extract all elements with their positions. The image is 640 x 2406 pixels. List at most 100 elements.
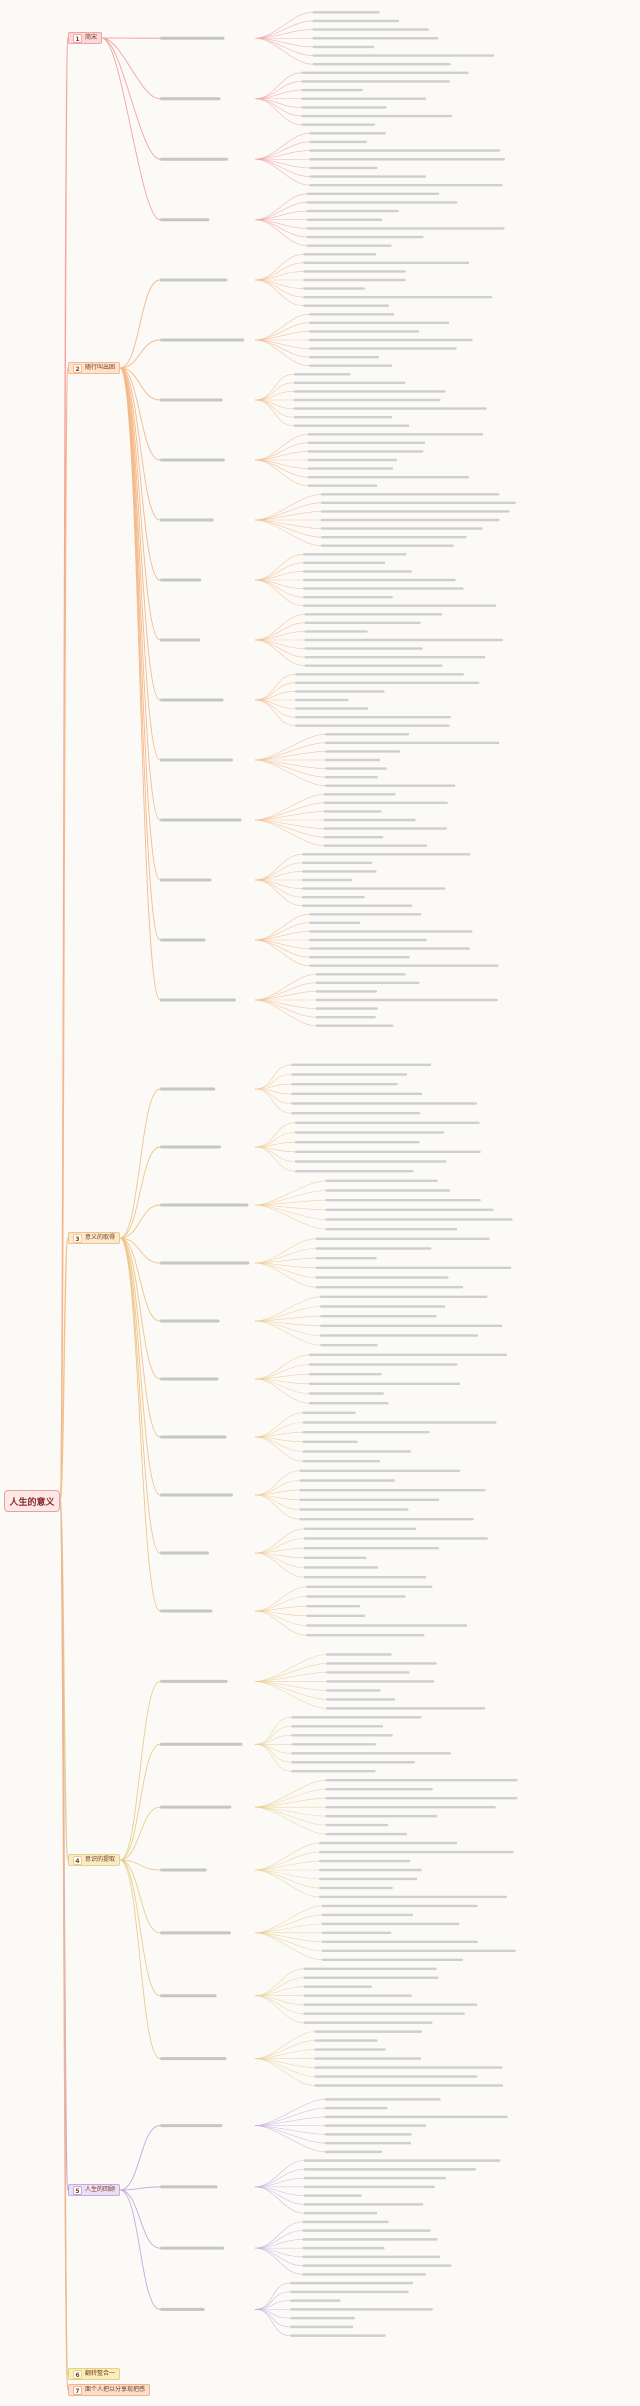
leaf-connector [254, 622, 305, 641]
leaf-connector [254, 519, 321, 547]
leaf-connector [254, 1470, 300, 1496]
leaf-text-line [324, 733, 410, 736]
leaf-text-line [302, 1411, 356, 1415]
leaf-text-line [314, 2030, 423, 2033]
leaf-text-line [323, 844, 428, 847]
sub-branch-connector [101, 37, 161, 100]
leaf-text-line [314, 2066, 503, 2069]
leaf-text-line [294, 1169, 414, 1173]
branch-node-3[interactable]: 3 意义的取得 [68, 1232, 121, 1244]
leaf-text-line [309, 964, 499, 967]
leaf-connector [254, 1717, 292, 1745]
leaf-connector [254, 37, 313, 56]
leaf-text-line [326, 1662, 437, 1665]
leaf-text-line [324, 2124, 427, 2127]
sub-branch-connector [119, 2189, 161, 2310]
leaf-connector [254, 20, 313, 39]
leaf-connector [254, 802, 324, 821]
leaf-text-line [315, 990, 378, 993]
leaf-text-line [315, 973, 406, 976]
sub-node-text-line [160, 1145, 222, 1149]
leaf-connector [254, 2230, 303, 2249]
branch-node-5[interactable]: 5 人生的回顾 [68, 2184, 121, 2196]
leaf-connector [254, 1851, 319, 1871]
leaf-connector [254, 1122, 295, 1148]
branch-node-2[interactable]: 2 随行叫出困 [68, 362, 121, 374]
leaf-text-line [302, 2264, 452, 2267]
leaf-text-line [323, 810, 382, 813]
leaf-text-line [314, 2048, 386, 2051]
sub-node-text-line [160, 758, 234, 762]
sub-branch-connector [119, 367, 161, 761]
leaf-connector [254, 1412, 303, 1438]
leaf-text-line [323, 818, 416, 822]
leaf-text-line [325, 1227, 458, 1231]
leaf-text-line [312, 62, 451, 66]
leaf-text-line [295, 681, 480, 685]
leaf-text-line [291, 1725, 384, 1728]
leaf-connector [254, 1354, 309, 1380]
leaf-connector [254, 639, 305, 667]
branch-node-1[interactable]: 1 简宋 [68, 32, 103, 44]
leaf-text-line [315, 1276, 449, 1279]
leaf-text-line [302, 1459, 381, 1463]
leaf-text-line [295, 690, 385, 693]
leaf-text-line [301, 853, 471, 856]
leaf-text-line [306, 218, 383, 221]
sub-branch-connector [119, 367, 161, 401]
leaf-text-line [303, 2003, 478, 2006]
leaf-text-line [301, 878, 352, 882]
leaf-text-line [306, 235, 424, 239]
branch-node-4[interactable]: 4 意识的提取 [68, 1854, 121, 1866]
branch-node-6[interactable]: 6 翻转整合一 [68, 2368, 121, 2380]
leaf-connector [254, 399, 294, 409]
leaf-text-line [321, 1958, 463, 1961]
leaf-text-line [302, 2255, 441, 2259]
leaf-text-line [325, 1198, 481, 1202]
leaf-connector [254, 2221, 303, 2249]
leaf-connector [254, 2169, 304, 2188]
leaf-connector [254, 1088, 292, 1114]
leaf-text-line [301, 106, 387, 109]
leaf-connector [254, 2282, 291, 2310]
sub-node-text-line [160, 2057, 227, 2061]
leaf-text-line [324, 2115, 508, 2119]
leaf-text-line [303, 1527, 417, 1531]
leaf-text-line [299, 1479, 396, 1482]
leaf-text-line [320, 527, 483, 530]
leaf-text-line [291, 1082, 398, 1086]
root-node[interactable]: 人生的意义 [4, 1490, 60, 1512]
sub-node-text-line [160, 458, 225, 462]
leaf-connector [254, 81, 302, 100]
sub-branch-connector [119, 367, 161, 701]
leaf-text-line [306, 209, 399, 213]
leaf-connector [254, 1064, 292, 1090]
leaf-text-line [303, 1967, 437, 1970]
leaf-text-line [321, 1949, 516, 1953]
leaf-text-line [315, 1007, 378, 1010]
leaf-text-line [315, 1237, 490, 1241]
leaf-text-line [321, 1931, 392, 1935]
leaf-text-line [318, 1841, 458, 1845]
branch-node-7[interactable]: 7 面个人把以分享现把感 [68, 2384, 151, 2396]
leaf-text-line [312, 19, 400, 23]
leaf-text-line [303, 2159, 501, 2162]
leaf-connector [254, 399, 294, 418]
leaf-connector [254, 158, 310, 177]
leaf-text-line [318, 1895, 507, 1899]
leaf-text-line [303, 278, 406, 282]
leaf-connector [254, 699, 296, 727]
leaf-text-line [325, 1218, 513, 1221]
leaf-text-line [306, 201, 458, 204]
leaf-connector [254, 562, 303, 581]
sub-node-text-line [160, 2124, 223, 2128]
leaf-text-line [295, 707, 369, 710]
leaf-text-line [291, 1073, 408, 1076]
sub-branch-connector [119, 1806, 161, 1861]
leaf-text-line [325, 1179, 438, 1183]
leaf-text-line [309, 938, 427, 942]
leaf-connector [254, 2107, 325, 2126]
leaf-text-line [301, 71, 469, 75]
leaf-text-line [325, 1779, 518, 1782]
leaf-text-line [295, 673, 464, 676]
